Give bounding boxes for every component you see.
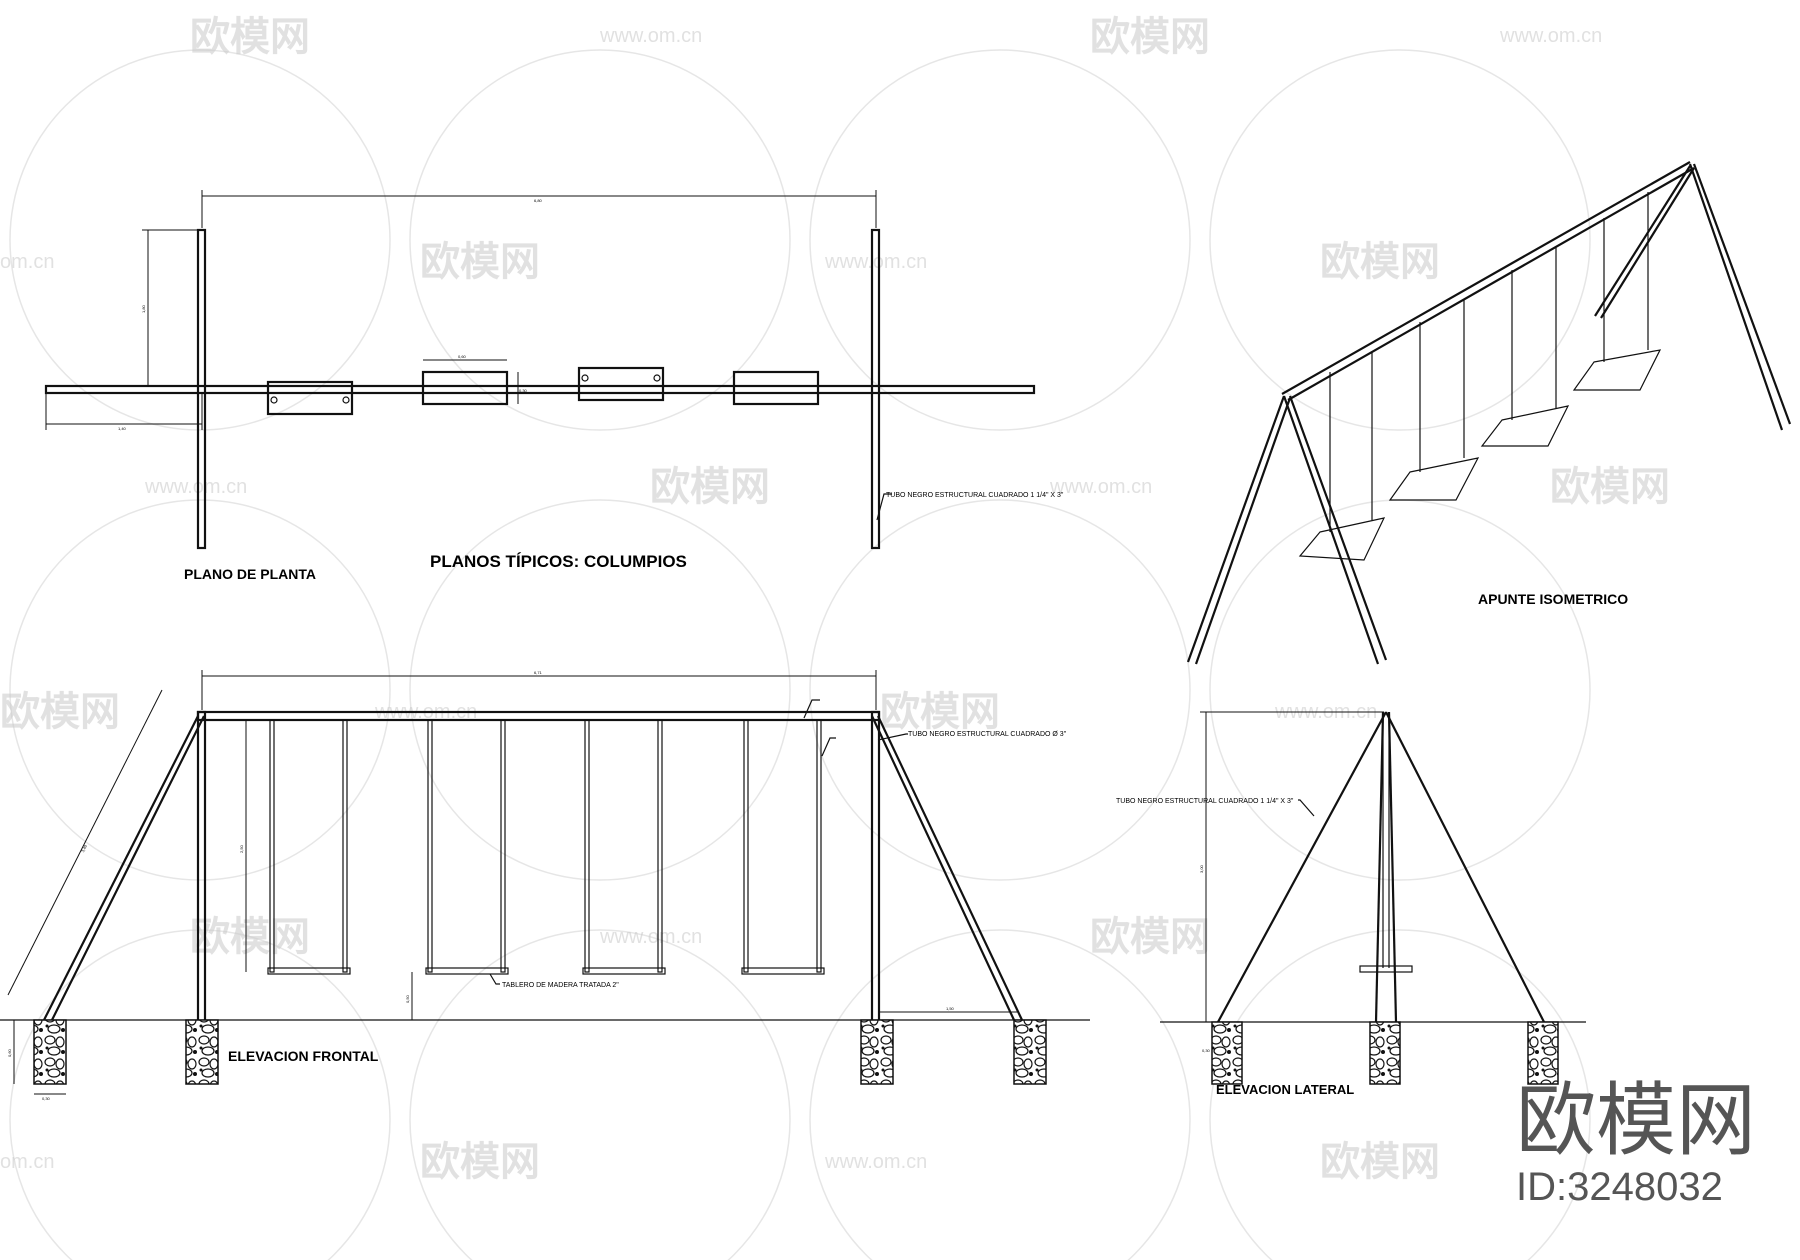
front-dim-diag: 3,40 xyxy=(80,843,88,853)
iso-view-label: APUNTE ISOMETRICO xyxy=(1478,591,1628,607)
watermark-brand: 欧模网 xyxy=(650,465,770,509)
front-dim-height: 2,50 xyxy=(239,844,244,853)
plan-dim-seat: 0,60 xyxy=(458,354,467,359)
front-swings xyxy=(267,719,825,975)
side-tube-note: TUBO NEGRO ESTRUCTURAL CUADRADO 1 1/4" X… xyxy=(1116,798,1294,805)
watermark-brand: 欧模网 xyxy=(420,240,540,284)
plan-dim-left: 1,80 xyxy=(141,304,146,313)
plan-view-label: PLANO DE PLANTA xyxy=(184,566,316,582)
watermark-brand: 欧模网 xyxy=(880,690,1000,734)
front-board-note: TABLERO DE MADERA TRATADA 2" xyxy=(502,982,619,989)
side-elevation-view: 3,00 0,30 TUBO NEGRO ESTRUCTURAL CUADRAD… xyxy=(1116,711,1586,1097)
watermark-logo-badge: 欧模网 ID:3248032 xyxy=(1516,1076,1756,1209)
front-dim-footing-w: 0,30 xyxy=(42,1096,51,1101)
watermark-brand: 欧模网 xyxy=(1090,915,1210,959)
watermark-site: om.cn xyxy=(0,1151,54,1173)
watermark-background-pattern xyxy=(9,49,1591,1260)
badge-brand: 欧模网 xyxy=(1516,1076,1756,1165)
badge-id: ID:3248032 xyxy=(1516,1165,1723,1209)
watermark-brand: 欧模网 xyxy=(1090,15,1210,59)
watermark-site: www.om.cn xyxy=(824,251,927,273)
watermark-brand: 欧模网 xyxy=(420,1140,540,1184)
side-dim-height: 3,00 xyxy=(1199,864,1204,873)
plan-view: 6,80 1,80 1,40 0,60 0,30 TUBO NEGRO ESTR… xyxy=(44,190,1064,582)
front-tube-note: TUBO NEGRO ESTRUCTURAL CUADRADO Ø 3" xyxy=(908,731,1067,738)
watermark-site: www.om.cn xyxy=(1049,476,1152,498)
watermark-site: www.om.cn xyxy=(599,25,702,47)
watermark-brand: 欧模网 xyxy=(1320,240,1440,284)
front-dim-seat-gap: 0,50 xyxy=(405,994,410,1003)
watermark-site: om.cn xyxy=(0,251,54,273)
watermark-site: www.om.cn xyxy=(599,926,702,948)
plan-dim-seat-h: 0,30 xyxy=(519,388,528,393)
watermark-brand: 欧模网 xyxy=(1550,465,1670,509)
watermark-brand: 欧模网 xyxy=(0,690,120,734)
front-elevation-view: 6,71 3,40 2,50 0,50 1,50 0,60 0,30 TUBO … xyxy=(0,670,1090,1101)
watermark-texts: 欧模网 www.om.cn 欧模网 www.om.cn om.cn 欧模网 ww… xyxy=(0,15,1670,1184)
side-view-label: ELEVACION LATERAL xyxy=(1216,1082,1354,1097)
side-dim-footing: 0,30 xyxy=(1202,1048,1211,1053)
plan-dim-bottom: 1,40 xyxy=(118,426,127,431)
watermark-site: www.om.cn xyxy=(144,476,247,498)
watermark-site: www.om.cn xyxy=(824,1151,927,1173)
watermark-brand: 欧模网 xyxy=(1320,1140,1440,1184)
main-title: PLANOS TÍPICOS: COLUMPIOS xyxy=(430,552,687,571)
isometric-view: APUNTE ISOMETRICO xyxy=(1186,161,1792,665)
front-dim-base: 1,50 xyxy=(946,1006,955,1011)
front-dim-footing-h: 0,60 xyxy=(7,1048,12,1057)
iso-swings xyxy=(1298,192,1662,561)
watermark-brand: 欧模网 xyxy=(190,15,310,59)
front-view-label: ELEVACION FRONTAL xyxy=(228,1048,379,1064)
front-dim-top: 6,71 xyxy=(534,670,543,675)
watermark-brand: 欧模网 xyxy=(190,915,310,959)
watermark-site: www.om.cn xyxy=(1499,25,1602,47)
plan-tube-note: TUBO NEGRO ESTRUCTURAL CUADRADO 1 1/4" X… xyxy=(886,492,1064,499)
plan-dim-top: 6,80 xyxy=(534,198,543,203)
